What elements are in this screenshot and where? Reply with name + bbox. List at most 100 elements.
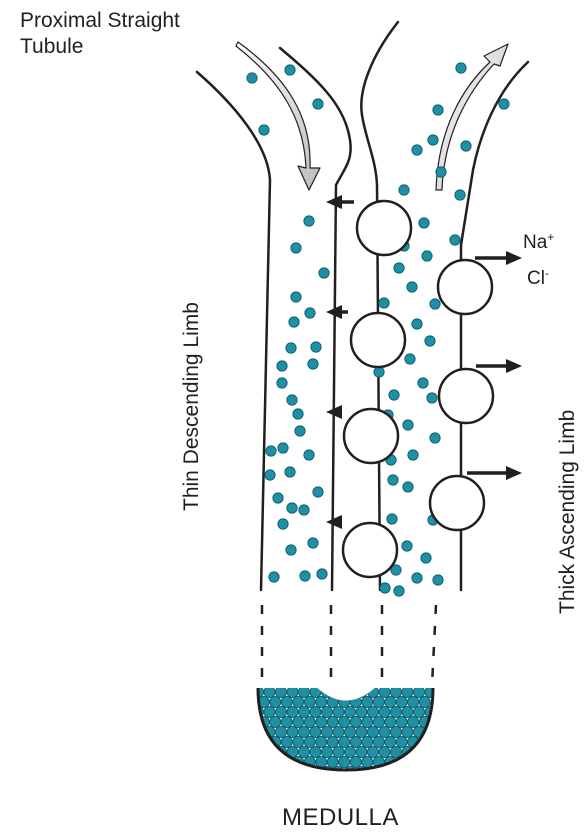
- solute-particle: [308, 359, 318, 369]
- water-arrow: [326, 305, 348, 319]
- medulla-particle: [425, 746, 436, 757]
- medulla-particle: [264, 746, 275, 757]
- solute-particle: [287, 503, 297, 513]
- solute-particle: [428, 135, 438, 145]
- medulla-particle: [339, 716, 350, 727]
- solute-particle: [387, 514, 397, 524]
- medulla-particle: [419, 756, 430, 767]
- solute-particle: [461, 141, 471, 151]
- solute-particle: [291, 292, 301, 302]
- medulla-particle: [367, 746, 378, 757]
- medulla-particle: [333, 726, 344, 737]
- solute-particle: [403, 482, 413, 492]
- solute-particle: [313, 99, 323, 109]
- medulla-particle: [402, 706, 413, 717]
- medulla-particle: [373, 716, 384, 727]
- solute-particle: [450, 235, 460, 245]
- solute-particle: [403, 420, 413, 430]
- medulla-particle: [344, 726, 355, 737]
- medulla-particle: [333, 706, 344, 717]
- solute-particle: [394, 586, 404, 596]
- medulla-particle: [293, 736, 304, 747]
- medulla-particle: [327, 716, 338, 727]
- solute-particle: [379, 298, 389, 308]
- descending-flow-arrow: [236, 42, 320, 190]
- medulla-particle: [390, 706, 401, 717]
- medulla-particle: [402, 726, 413, 737]
- medulla-particle: [425, 766, 436, 777]
- nacl-arrow: [476, 359, 522, 373]
- nacl-arrow: [475, 251, 522, 265]
- solute-particle: [427, 393, 437, 403]
- solute-particle: [422, 251, 432, 261]
- solute-particle: [421, 553, 431, 563]
- medulla-particle: [356, 746, 367, 757]
- solute-particle: [300, 571, 310, 581]
- medulla-particle: [264, 686, 275, 697]
- chloride-ion-label: Cl-: [527, 262, 549, 290]
- medulla-particle: [310, 746, 321, 757]
- solute-particle: [286, 343, 296, 353]
- transporter-circle: [357, 201, 411, 255]
- solute-particle: [278, 443, 288, 453]
- medulla-particle: [275, 686, 286, 697]
- medulla-particle: [344, 706, 355, 717]
- medulla-particle: [356, 726, 367, 737]
- medulla-particle: [390, 766, 401, 777]
- medulla-particle: [281, 696, 292, 707]
- solute-particle: [313, 487, 323, 497]
- ascending-flow-arrow: [436, 44, 508, 190]
- solute-particle: [273, 493, 283, 503]
- medulla-particle: [321, 706, 332, 717]
- medulla-particle: [379, 726, 390, 737]
- medulla-particle: [252, 726, 263, 737]
- solute-particle: [293, 409, 303, 419]
- medulla-particle: [350, 756, 361, 767]
- medulla-particle: [379, 746, 390, 757]
- solute-particle: [286, 545, 296, 555]
- solute-particle: [412, 319, 422, 329]
- medulla-particle: [367, 726, 378, 737]
- medulla-particle: [293, 696, 304, 707]
- thin-descending-limb-label: Thin Descending Limb: [180, 302, 204, 511]
- medulla-particle: [344, 766, 355, 777]
- medulla-particle: [287, 706, 298, 717]
- medulla-particle: [327, 736, 338, 747]
- solute-particle: [408, 450, 418, 460]
- solute-particle: [380, 583, 390, 593]
- solute-particle: [289, 317, 299, 327]
- medulla-particle: [339, 756, 350, 767]
- solute-particle: [455, 190, 465, 200]
- solute-particle: [299, 505, 309, 515]
- medulla-particle: [408, 756, 419, 767]
- medulla-particle: [333, 766, 344, 777]
- medulla-particle: [298, 706, 309, 717]
- medulla-particle: [362, 696, 373, 707]
- medulla-particle: [304, 696, 315, 707]
- solute-particle: [412, 145, 422, 155]
- medulla-particle: [373, 696, 384, 707]
- medulla-particle: [379, 766, 390, 777]
- thick-ascending-limb-label: Thick Ascending Limb: [556, 410, 580, 614]
- solute-particle: [405, 354, 415, 364]
- solute-particle: [433, 575, 443, 585]
- medulla-particle: [356, 706, 367, 717]
- medulla-particle: [258, 736, 269, 747]
- medulla-particle: [287, 726, 298, 737]
- medulla-particle: [287, 766, 298, 777]
- solute-particle: [419, 218, 429, 228]
- medulla-particle: [413, 746, 424, 757]
- medulla-particle: [258, 756, 269, 767]
- medulla-particle: [396, 696, 407, 707]
- solute-particle: [389, 390, 399, 400]
- solute-particle: [269, 572, 279, 582]
- medulla-particle: [275, 726, 286, 737]
- solute-particle: [399, 185, 409, 195]
- medulla-particle: [350, 736, 361, 747]
- medulla-particle: [344, 746, 355, 757]
- medulla-particle: [275, 766, 286, 777]
- solute-particle: [259, 125, 269, 135]
- medulla-particle: [333, 746, 344, 757]
- medulla-particle: [270, 756, 281, 767]
- solute-particle: [304, 216, 314, 226]
